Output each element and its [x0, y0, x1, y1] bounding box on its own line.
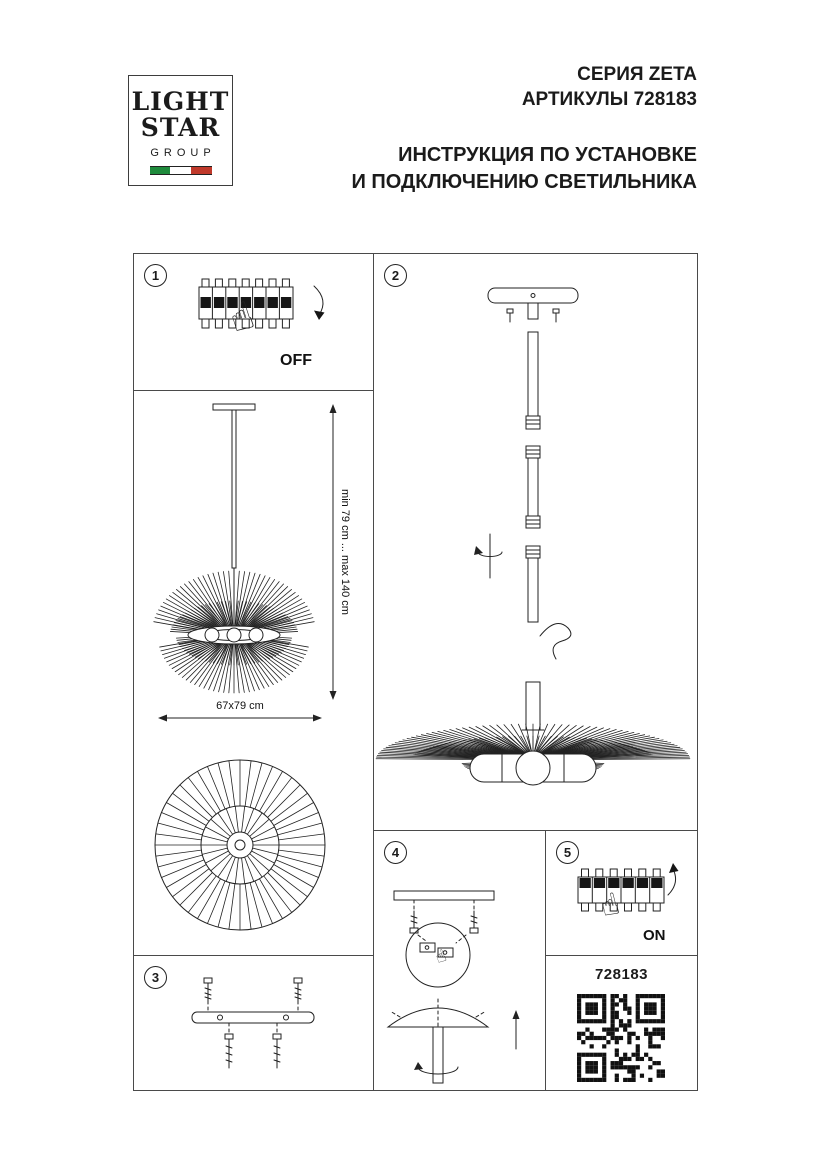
- step-5-panel: 5 ☝ ON: [545, 830, 698, 956]
- rotate-arrow-icon: [417, 1066, 459, 1075]
- articles-title: АРТИКУЛЫ 728183: [521, 89, 697, 110]
- power-on-label: ON: [643, 927, 666, 944]
- step-4-badge: 4: [384, 841, 407, 864]
- lamp-dimensions-panel: min 79 cm ... max 140 cm 67x79 cm: [133, 390, 374, 956]
- height-dimension-label: min 79 cm ... max 140 cm: [339, 489, 351, 615]
- magnifier-detail-circle: [405, 922, 471, 988]
- step-5-badge: 5: [556, 841, 579, 864]
- step-1-badge: 1: [144, 264, 167, 287]
- canopy-mounting-diagram: [386, 890, 520, 1084]
- exploded-assembly-diagram: [375, 287, 691, 786]
- series-title: СЕРИЯ ZETA: [577, 64, 697, 85]
- breaker-on-diagram: [577, 863, 679, 912]
- step-2-panel: 2: [373, 253, 698, 831]
- step-4-panel: 4: [373, 830, 546, 1091]
- step-3-badge: 3: [144, 966, 167, 989]
- curved-arrow-icon: [313, 285, 324, 316]
- step-1-panel: 1 ☝ OFF: [133, 253, 374, 391]
- logo-word-group: GROUP: [150, 146, 216, 159]
- article-qr-panel: 728183: [545, 955, 698, 1091]
- lightstar-logo: LIGHT STAR GROUP: [128, 75, 233, 186]
- instruction-title-line1: ИНСТРУКЦИЯ ПО УСТАНОВКЕ: [398, 144, 697, 166]
- lamp-dimensions-diagram: [153, 403, 337, 931]
- width-dimension-label: 67x79 cm: [216, 700, 264, 712]
- step-2-badge: 2: [384, 264, 407, 287]
- step-3-panel: 3: [133, 955, 374, 1091]
- breaker-off-diagram: [198, 278, 325, 329]
- article-number: 728183: [594, 966, 649, 983]
- qr-code: [577, 994, 665, 1082]
- wire: [539, 623, 572, 660]
- instruction-title-line2: И ПОДКЛЮЧЕНИЮ СВЕТИЛЬНИКА: [351, 171, 697, 193]
- bracket-screws-diagram: [191, 977, 315, 1069]
- document-titles: СЕРИЯ ZETA АРТИКУЛЫ 728183 ИНСТРУКЦИЯ ПО…: [351, 62, 697, 196]
- logo-word-star: STAR: [140, 112, 221, 142]
- power-off-label: OFF: [280, 352, 312, 369]
- logo-word-light: LIGHT: [131, 86, 230, 116]
- italian-flag-icon: [149, 165, 212, 175]
